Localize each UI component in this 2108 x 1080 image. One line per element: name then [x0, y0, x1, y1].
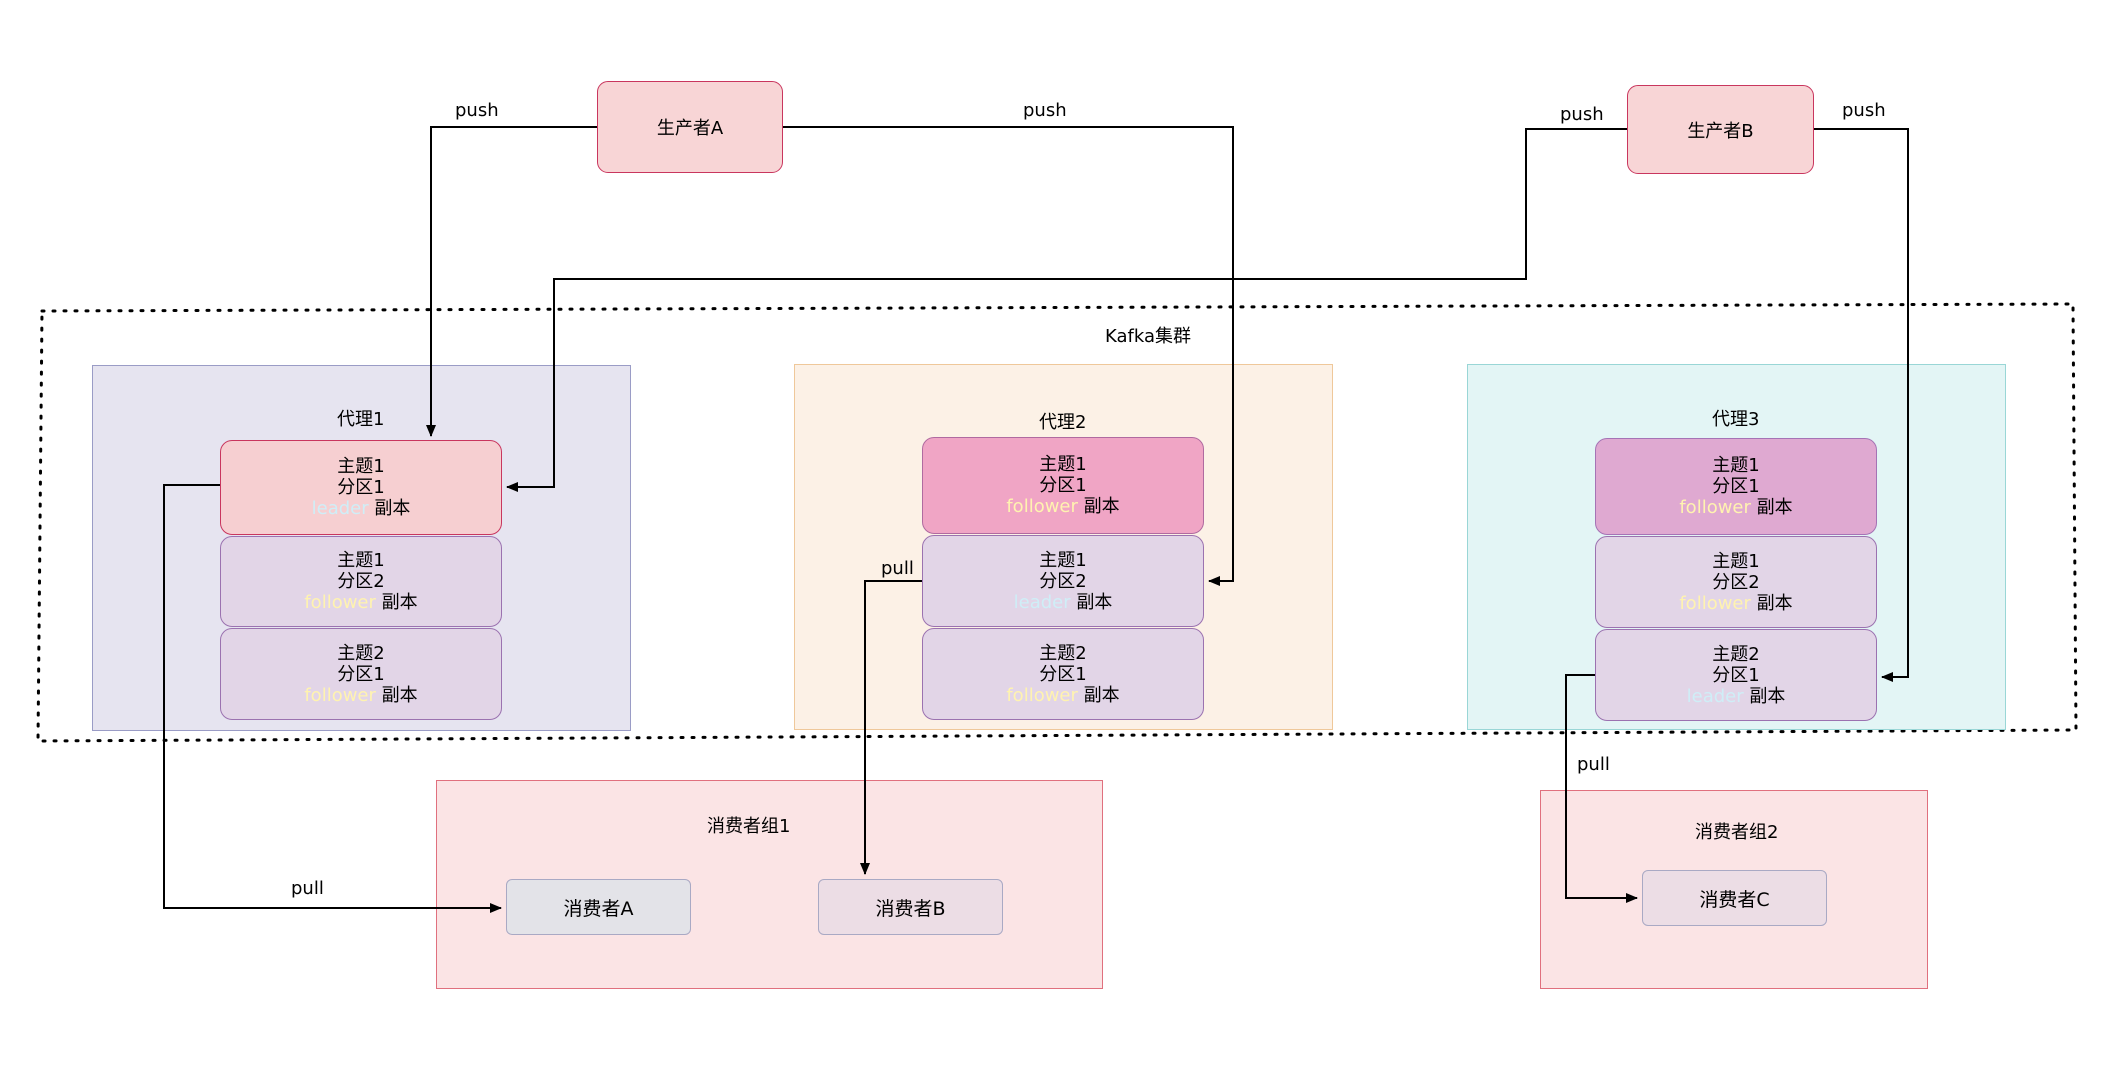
cell-topic: 主题1 [1039, 549, 1087, 571]
edge-label-push: push [1842, 100, 1886, 121]
cell-topic: 主题1 [1039, 454, 1087, 475]
cell-role: leader [1686, 685, 1744, 707]
cell-replica: 副本 [1076, 591, 1113, 613]
broker-2-title: 代理2 [1039, 412, 1087, 433]
consumer-a[interactable]: 消费者A [506, 879, 691, 935]
broker-1-cell-2[interactable]: 主题1 分区2 follower 副本 [220, 536, 502, 627]
cell-replica: 副本 [1083, 684, 1120, 706]
cell-replica: 副本 [1749, 685, 1786, 707]
cell-partition: 分区1 [1712, 476, 1760, 497]
edge-label-push: push [1560, 104, 1604, 125]
consumer-c-label: 消费者C [1699, 888, 1770, 911]
cell-partition: 分区1 [1039, 475, 1087, 496]
edge-producer-a-to-broker-1 [426, 126, 597, 437]
broker-2-cell-1[interactable]: 主题1 分区1 follower 副本 [922, 437, 1204, 534]
broker-3-cell-1[interactable]: 主题1 分区1 follower 副本 [1595, 438, 1877, 535]
edge-broker-3-to-consumer-c [1565, 674, 1638, 903]
cell-topic: 主题1 [1712, 550, 1760, 572]
edge-label-push: push [455, 100, 499, 121]
edge-label-pull: pull [291, 878, 324, 899]
producer-b[interactable]: 生产者B [1627, 85, 1814, 174]
cell-role: follower [304, 684, 376, 706]
producer-a-label: 生产者A [656, 118, 724, 139]
cell-partition: 分区1 [1712, 664, 1760, 686]
edge-label-pull: pull [1577, 754, 1610, 775]
consumer-a-label: 消费者A [563, 897, 634, 920]
cell-role: follower [1679, 592, 1751, 614]
broker-2-cell-2[interactable]: 主题1 分区2 leader 副本 [922, 535, 1204, 627]
cell-partition: 分区1 [337, 663, 385, 685]
cell-partition: 分区2 [337, 571, 385, 592]
cell-topic: 主题1 [337, 456, 385, 477]
cell-replica: 副本 [1083, 496, 1120, 517]
cell-role: leader [311, 498, 369, 519]
cell-partition: 分区1 [337, 477, 385, 498]
producer-b-label: 生产者B [1687, 120, 1754, 142]
cluster-title: Kafka集群 [1105, 326, 1191, 347]
cell-role: leader [1013, 591, 1071, 613]
edge-producer-b-to-broker-3 [1814, 128, 1909, 682]
consumer-group-2-title: 消费者组2 [1695, 822, 1779, 843]
consumer-group-1-title: 消费者组1 [707, 816, 791, 837]
cell-role: follower [304, 592, 376, 613]
cell-partition: 分区2 [1039, 570, 1087, 592]
cell-replica: 副本 [381, 684, 418, 706]
broker-1-title: 代理1 [337, 409, 385, 430]
edge-producer-a-to-broker-2 [783, 126, 1234, 586]
cell-replica: 副本 [374, 498, 411, 519]
cell-replica: 副本 [1756, 592, 1793, 614]
cell-topic: 主题2 [337, 642, 385, 664]
cell-topic: 主题2 [1039, 642, 1087, 664]
consumer-b[interactable]: 消费者B [818, 879, 1003, 935]
cell-topic: 主题1 [1712, 455, 1760, 476]
cell-role: follower [1006, 684, 1078, 706]
cell-partition: 分区1 [1039, 663, 1087, 685]
cell-replica: 副本 [381, 592, 418, 613]
broker-2-cell-3[interactable]: 主题2 分区1 follower 副本 [922, 628, 1204, 720]
broker-1-cell-1[interactable]: 主题1 分区1 leader 副本 [220, 440, 502, 535]
cell-replica: 副本 [1756, 497, 1793, 518]
edge-broker-2-to-consumer-b [860, 580, 922, 875]
cell-role: follower [1679, 497, 1751, 518]
edge-label-push: push [1023, 100, 1067, 121]
broker-3-cell-2[interactable]: 主题1 分区2 follower 副本 [1595, 536, 1877, 628]
broker-3-title: 代理3 [1712, 409, 1760, 430]
edge-producer-b-to-broker-1 [506, 128, 1627, 492]
edge-broker-1-to-consumer-a [163, 484, 502, 913]
cell-topic: 主题2 [1712, 643, 1760, 665]
edge-label-pull: pull [881, 558, 914, 579]
cell-role: follower [1006, 496, 1078, 517]
consumer-b-label: 消费者B [875, 897, 946, 920]
broker-3-cell-3[interactable]: 主题2 分区1 leader 副本 [1595, 629, 1877, 721]
consumer-c[interactable]: 消费者C [1642, 870, 1827, 926]
broker-1-cell-3[interactable]: 主题2 分区1 follower 副本 [220, 628, 502, 720]
cell-topic: 主题1 [337, 550, 385, 571]
producer-a[interactable]: 生产者A [597, 81, 783, 173]
cell-partition: 分区2 [1712, 571, 1760, 593]
